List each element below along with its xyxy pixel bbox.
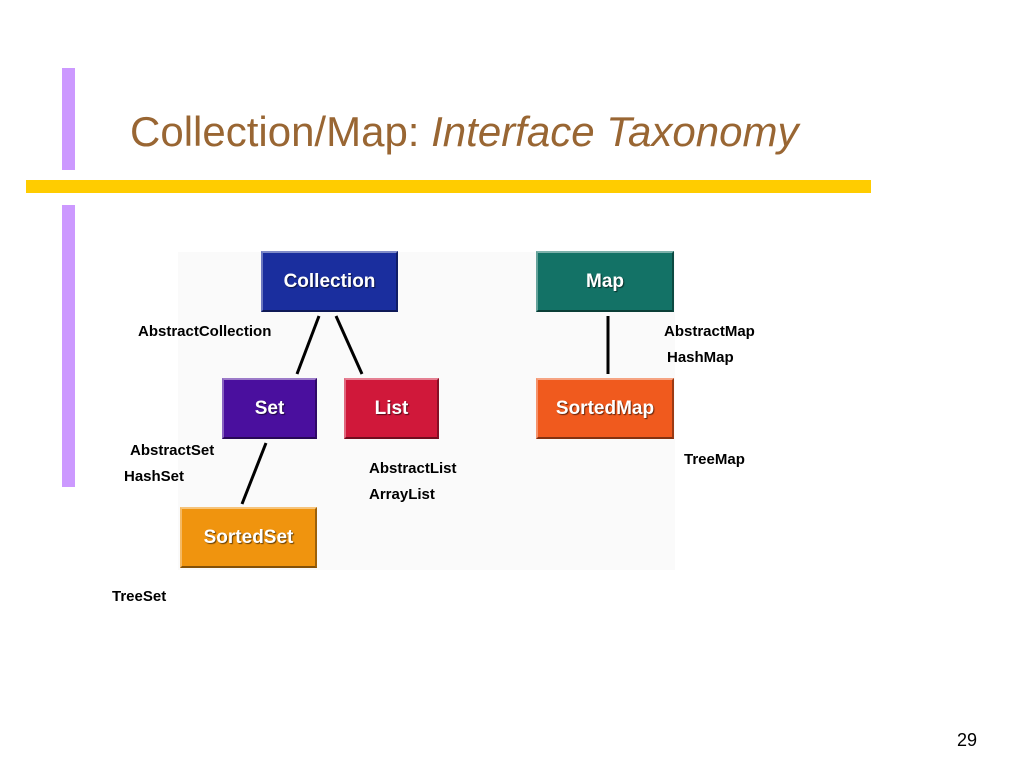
label-abstract-set: AbstractSet: [130, 442, 215, 459]
connector-collection-list: [334, 315, 364, 375]
label-array-list: ArrayList: [369, 486, 435, 503]
slide-title: Collection/Map: Interface Taxonomy: [130, 106, 798, 158]
node-sortedmap: SortedMap: [536, 378, 674, 439]
label-abstract-map: AbstractMap: [664, 323, 755, 340]
connector-collection-set: [295, 315, 321, 375]
node-sortedset: SortedSet: [180, 507, 317, 568]
label-hash-map: HashMap: [667, 349, 734, 366]
label-tree-set: TreeSet: [112, 588, 167, 605]
node-list: List: [344, 378, 439, 439]
accent-bar-horizontal: [26, 180, 871, 193]
page-number: 29: [956, 730, 977, 750]
title-italic: Interface Taxonomy: [431, 108, 799, 155]
connector-set-sortedset: [240, 442, 268, 505]
node-set: Set: [222, 378, 317, 439]
accent-bar-bottom: [62, 205, 75, 487]
label-abstract-list: AbstractList: [369, 460, 457, 477]
node-map: Map: [536, 251, 674, 312]
accent-bar-top: [62, 68, 75, 170]
label-tree-map: TreeMap: [684, 451, 745, 468]
label-hash-set: HashSet: [124, 468, 185, 485]
label-abstract-collection: AbstractCollection: [138, 323, 272, 340]
title-main: Collection/Map:: [130, 108, 432, 155]
node-collection: Collection: [261, 251, 398, 312]
